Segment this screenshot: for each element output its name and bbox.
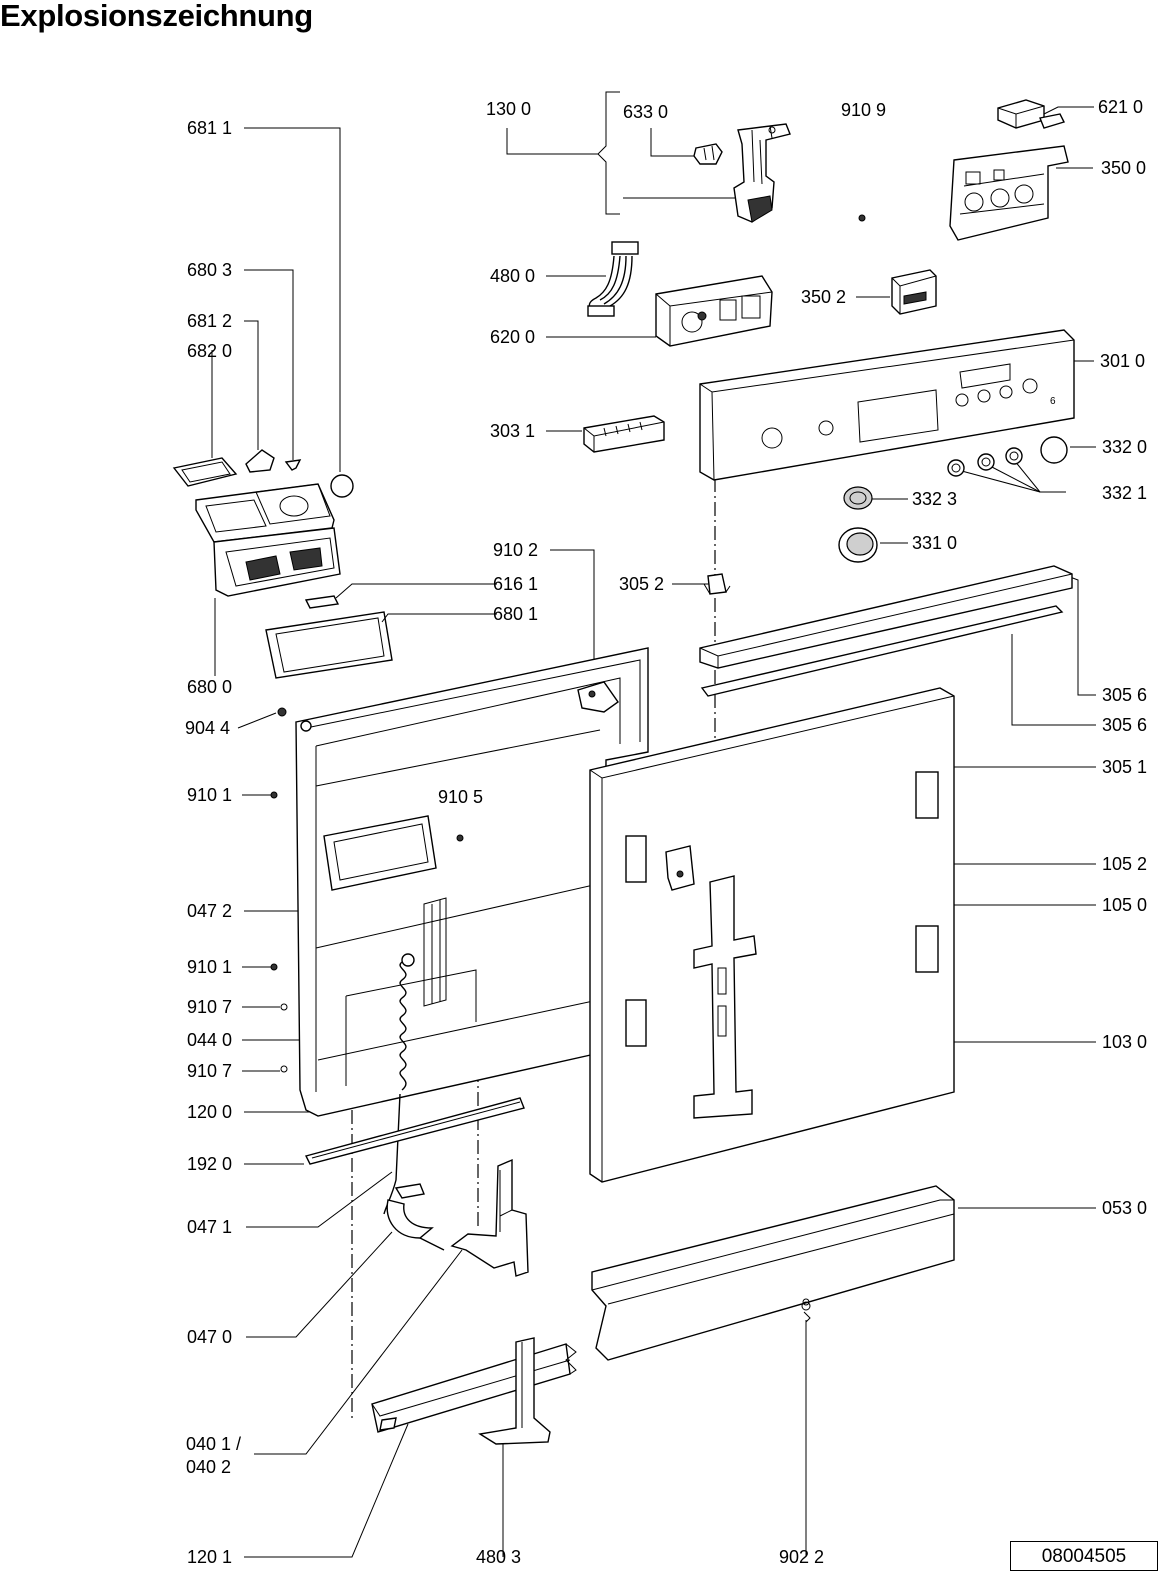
label-1200: 120 0 xyxy=(187,1102,233,1122)
label-6811: 681 1 xyxy=(187,118,233,138)
dispenser-parts xyxy=(172,449,354,498)
strip-1201 xyxy=(371,1343,577,1433)
label-0472: 047 2 xyxy=(187,901,233,921)
label-3500: 350 0 xyxy=(1101,158,1147,178)
label-3056-upper: 305 6 xyxy=(1102,685,1148,705)
bracket-0401 xyxy=(450,1158,529,1277)
toe-panel-0530 xyxy=(591,1185,955,1361)
label-0530: 053 0 xyxy=(1102,1198,1148,1218)
label-0470: 047 0 xyxy=(187,1327,233,1347)
clip-part-6330 xyxy=(693,143,723,165)
label-0440: 044 0 xyxy=(187,1030,233,1050)
label-9105: 910 5 xyxy=(438,787,484,807)
electronics-module-6200 xyxy=(655,275,773,347)
label-6161: 616 1 xyxy=(493,574,539,594)
latch-assembly-1300 xyxy=(733,123,791,223)
bracket-4803 xyxy=(478,1337,551,1445)
dispenser-6800 xyxy=(195,483,341,597)
label-3056-lower: 305 6 xyxy=(1102,715,1148,735)
connector-3031 xyxy=(583,415,665,453)
label-4800: 480 0 xyxy=(490,266,536,286)
label-1920: 192 0 xyxy=(187,1154,233,1174)
lever-6161 xyxy=(304,595,340,609)
label-6803: 680 3 xyxy=(187,260,233,280)
label-9102: 910 2 xyxy=(493,540,539,560)
strip-1920 xyxy=(304,1097,525,1165)
label-3323: 332 3 xyxy=(912,489,958,509)
label-3010: 301 0 xyxy=(1100,351,1146,371)
rail-3056-upper xyxy=(699,565,1073,669)
label-1050: 105 0 xyxy=(1102,895,1148,915)
label-9107-upper: 910 7 xyxy=(187,997,233,1017)
label-9109: 910 9 xyxy=(841,100,887,120)
label-0471: 047 1 xyxy=(187,1217,233,1237)
svg-text:6: 6 xyxy=(1050,396,1056,407)
label-6801: 680 1 xyxy=(493,604,539,624)
relay-module-3502 xyxy=(891,269,937,315)
label-0402: 040 2 xyxy=(186,1457,232,1477)
label-6820: 682 0 xyxy=(187,341,233,361)
label-9101-lower: 910 1 xyxy=(187,957,233,977)
label-3031: 303 1 xyxy=(490,421,536,441)
page-title: Explosionszeichnung xyxy=(0,0,313,33)
label-9044: 904 4 xyxy=(185,718,231,738)
module-6210 xyxy=(997,99,1065,129)
screws-left xyxy=(270,707,464,1073)
label-6330: 633 0 xyxy=(623,102,669,122)
wire-harness-4800 xyxy=(587,241,639,317)
control-panel-3010: 6 xyxy=(699,329,1075,481)
label-0401: 040 1 / xyxy=(186,1434,242,1454)
rail-3056-lower xyxy=(700,605,1064,697)
label-6200: 620 0 xyxy=(490,327,536,347)
label-9022: 902 2 xyxy=(779,1547,825,1567)
label-3052: 305 2 xyxy=(619,574,665,594)
spring-0440 xyxy=(383,953,415,1215)
label-6812: 681 2 xyxy=(187,311,233,331)
label-1030: 103 0 xyxy=(1102,1032,1148,1052)
label-9101-upper: 910 1 xyxy=(187,785,233,805)
label-1300: 130 0 xyxy=(486,99,532,119)
label-3310: 331 0 xyxy=(912,533,958,553)
label-3320: 332 0 xyxy=(1102,437,1148,457)
screw-9109 xyxy=(858,214,866,222)
label-3051: 305 1 xyxy=(1102,757,1148,777)
inner-door-panel-1200 xyxy=(295,647,649,1117)
gasket-6801 xyxy=(265,611,393,679)
label-1201: 120 1 xyxy=(187,1547,233,1567)
label-6800: 680 0 xyxy=(187,677,233,697)
outer-door-1030 xyxy=(589,687,955,1183)
label-3321: 332 1 xyxy=(1102,483,1148,503)
label-1052: 105 2 xyxy=(1102,854,1148,874)
clip-3052 xyxy=(703,573,731,595)
knobs xyxy=(838,436,1068,563)
control-board-3500 xyxy=(949,145,1069,241)
screw-9022 xyxy=(801,1301,811,1323)
label-4803: 480 3 xyxy=(476,1547,522,1567)
pulley-holder-0470 xyxy=(386,1183,445,1251)
label-6210: 621 0 xyxy=(1098,97,1144,117)
label-9107-lower: 910 7 xyxy=(187,1061,233,1081)
document-number: 08004505 xyxy=(1010,1541,1158,1571)
label-3502: 350 2 xyxy=(801,287,847,307)
